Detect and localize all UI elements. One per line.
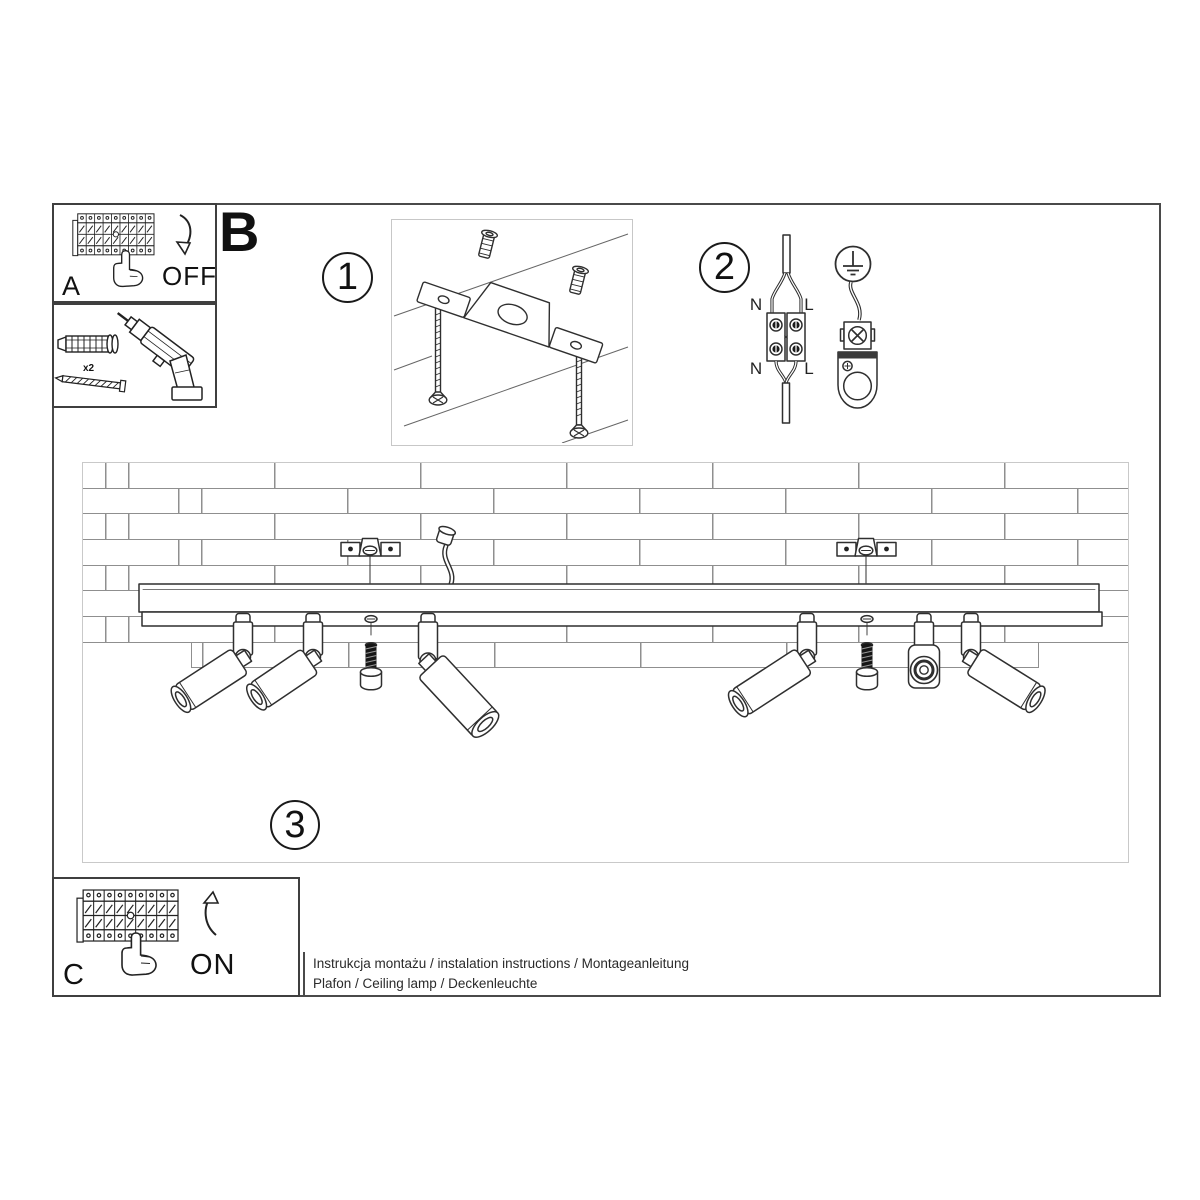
screw-cap-icon [855,666,879,691]
footer-text: Instrukcja montażu / instalation instruc… [313,954,689,994]
spotlight-head-icon [727,612,818,718]
panel-a-power-off: OFF A [52,203,217,303]
panel-c-label: C [63,959,84,991]
tools-illustration: x2 [54,312,203,401]
power-cable-icon [435,525,457,587]
panel-c-illustration [76,889,220,976]
bracket-mounting-illustration [393,229,629,444]
screw-cap-icon [359,666,383,691]
spotlight-head-icon [907,612,941,689]
power-off-label: OFF [162,261,217,291]
spotlight-head-icon [170,612,254,714]
step-3-diagram: 3 [82,462,1129,863]
wall-plug-icon [57,334,119,354]
drill-icon [116,312,203,401]
wire-label-l-top: L [804,295,813,314]
fixing-screw-icon [860,642,874,670]
step-1-number: 1 [322,252,373,303]
ceiling-bracket-icon [340,537,401,557]
mounting-bracket-icon [416,281,604,364]
plug-count-label: x2 [83,363,95,374]
step-2-number: 2 [699,242,750,293]
ceiling-bracket-icon [836,537,897,557]
spotlight-head-icon [960,612,1046,714]
earth-ground-symbol-icon [834,245,872,283]
curved-arrow-up-icon [202,890,220,936]
track-bar [138,583,1103,627]
ceiling-plane-lines [393,233,629,444]
wall-anchor-icon [478,229,499,259]
footer-divider [303,952,305,997]
panel-a-illustration [72,213,192,288]
pressing-hand-icon [121,932,157,976]
step-3-number: 3 [270,800,320,850]
wiring-illustration: N L N L [750,234,878,424]
curved-arrow-down-icon [175,214,192,256]
brick-row [83,540,1128,566]
step-1-diagram [391,219,633,446]
spotlight-head-icon [417,612,500,738]
panel-a-label: A [62,271,81,301]
screw-hole [364,614,874,636]
diagram-border [52,203,1161,997]
brick-row [83,463,1128,489]
panel-tools: x2 [52,303,217,408]
panel-c-power-on: ON C [52,877,300,997]
spotlight-head-icon [245,612,324,711]
mounting-screw-icon [54,374,127,393]
lamp-assembly-illustration [138,525,1103,738]
wire-label-n-bottom: N [750,359,762,378]
footer-line-title: Instrukcja montażu / instalation instruc… [313,956,689,971]
brick-row [83,514,1128,541]
circuit-breaker-panel-icon [76,889,179,943]
brick-row-partial [191,642,1039,668]
wire-label-l-bottom: L [804,359,813,378]
wire-label-n-top: N [750,295,762,314]
wall-anchor-icon [569,265,590,295]
footer-line-product: Plafon / Ceiling lamp / Deckenleuchte [313,976,538,991]
fixing-screw-icon [364,642,378,670]
brick-row [83,488,1128,515]
circuit-breaker-panel-icon [72,213,155,257]
section-b-label: B [219,200,260,263]
ground-clamp-icon [837,281,878,409]
pressing-hand-icon [113,250,144,288]
power-on-label: ON [190,949,236,981]
terminal-block-icon [766,234,806,424]
